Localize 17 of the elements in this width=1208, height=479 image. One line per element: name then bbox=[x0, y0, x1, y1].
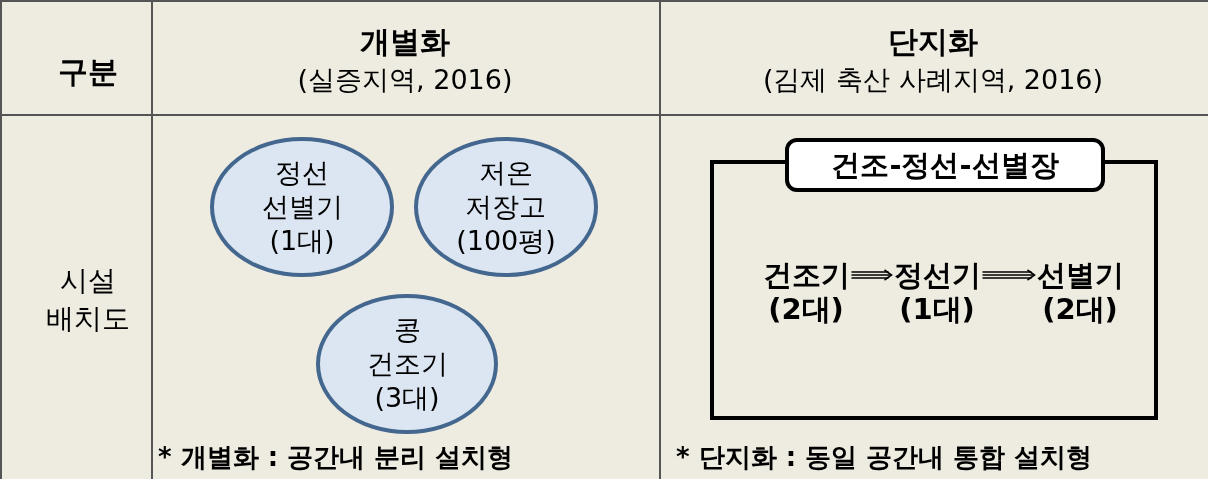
arrow bbox=[981, 269, 1036, 281]
equipment-label: 선별기 (2대) bbox=[1036, 258, 1124, 326]
equipment-label: 정선 선별기 (1대) bbox=[261, 156, 343, 258]
header-subtitle: (김제 축산 사례지역, 2016) bbox=[762, 63, 1104, 97]
equipment-label: 콩 건조기 (3대) bbox=[366, 313, 448, 415]
equipment-label: 정선기 (1대) bbox=[893, 258, 981, 326]
title-tab: 건조-정선-선별장 bbox=[785, 138, 1105, 192]
header-subtitle: (실증지역, 2016) bbox=[297, 63, 513, 97]
arrow bbox=[850, 269, 893, 281]
footnote: * 개별화 : 공간내 분리 설치형 bbox=[158, 441, 514, 474]
column-header: 구분 bbox=[58, 53, 118, 91]
column-header: 단지화 bbox=[888, 23, 978, 61]
footnote: * 단지화 : 동일 공간내 통합 설치형 bbox=[676, 441, 1093, 474]
row-header: 시설 배치도 bbox=[46, 263, 130, 337]
equipment-label: 건조기 (2대) bbox=[762, 258, 850, 326]
equipment-label: 저온 저장고 (100평) bbox=[456, 156, 556, 258]
column-header: 개별화 bbox=[360, 23, 450, 61]
